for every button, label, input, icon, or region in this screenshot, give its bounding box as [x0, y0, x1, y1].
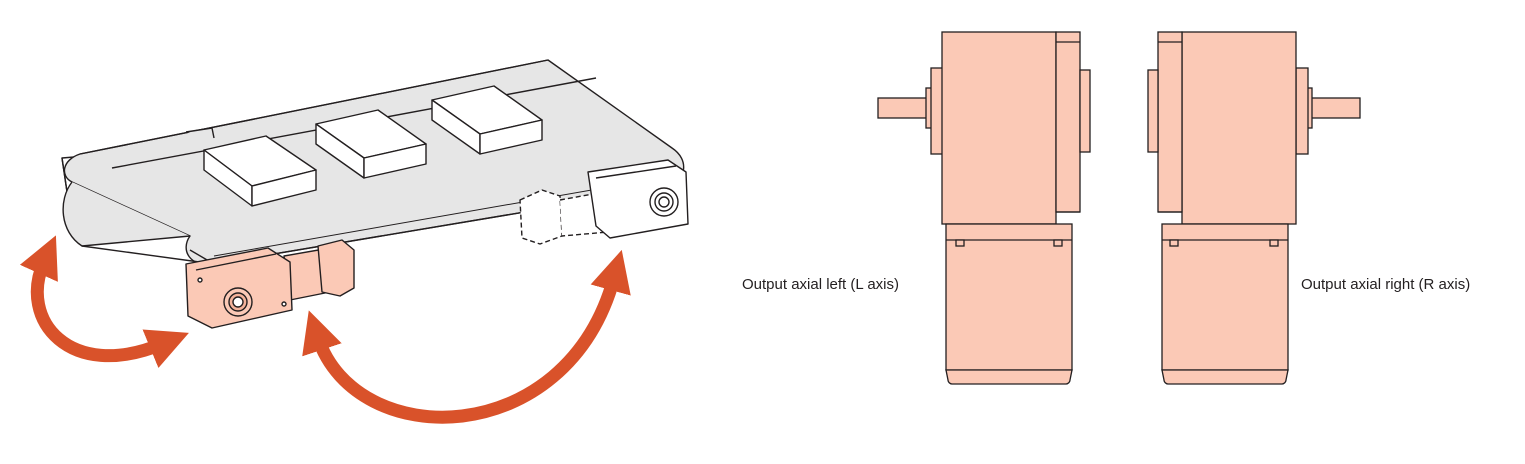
motor-l-axis — [877, 31, 1091, 385]
l-gear-case-side — [1055, 31, 1081, 213]
r-gear-case — [1181, 31, 1297, 225]
r-flange-left — [1147, 69, 1159, 153]
rotation-arrows — [19, 235, 631, 424]
l-motor-body — [945, 223, 1073, 371]
box-1 — [203, 135, 317, 207]
conveyor-illustration — [61, 59, 689, 329]
right-gearhead — [587, 159, 689, 239]
r-gear-case-side — [1157, 31, 1183, 213]
r-shaft — [1307, 97, 1361, 119]
r-flange-right — [1295, 67, 1309, 155]
box-2 — [315, 109, 427, 179]
l-motor-end-cap — [945, 369, 1073, 385]
r-motor-body — [1161, 223, 1289, 371]
label-output-axial-right: Output axial right (R axis) — [1301, 276, 1471, 293]
rotation-arrow-right-icon — [302, 249, 631, 424]
motor-r-axis — [1147, 31, 1361, 385]
l-shaft — [877, 97, 931, 119]
label-output-axial-left: Output axial left (L axis) — [742, 276, 900, 293]
l-gear-case — [941, 31, 1057, 225]
l-flange-left — [930, 67, 944, 155]
r-motor-end-cap — [1161, 369, 1289, 385]
l-flange-right — [1079, 69, 1091, 153]
box-3 — [431, 85, 543, 155]
rotation-arrow-left-icon — [19, 235, 189, 368]
